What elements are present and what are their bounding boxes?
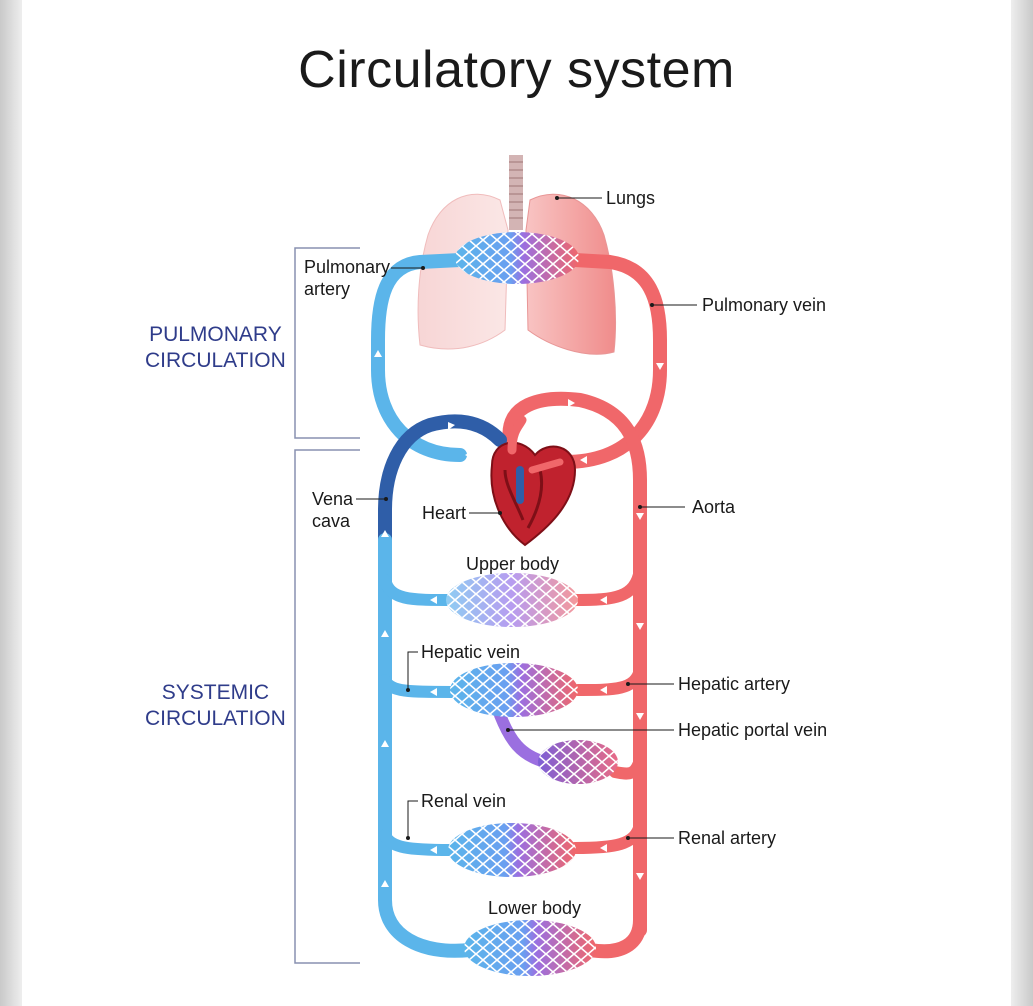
hepatic-vein-branch xyxy=(385,680,452,692)
vena-cava-vessel xyxy=(385,421,500,545)
renal-vein-label: Renal vein xyxy=(421,790,506,812)
pulmonary-artery-label-line2: artery xyxy=(304,278,390,300)
pulmonary-label-line1: PULMONARY xyxy=(145,322,286,348)
renal-artery-label: Renal artery xyxy=(678,827,776,849)
systemic-label-line2: CIRCULATION xyxy=(145,706,286,732)
pulmonary-artery-label-line1: Pulmonary xyxy=(304,256,390,278)
hepatic-portal-vessel xyxy=(500,715,545,762)
lung-capillary-bed xyxy=(455,232,579,284)
portal-artery-branch xyxy=(615,760,640,774)
vena-cava-label-line2: cava xyxy=(312,510,353,532)
lungs-label: Lungs xyxy=(606,187,655,209)
vena-cava-label-line1: Vena xyxy=(312,488,353,510)
pulmonary-label-line2: CIRCULATION xyxy=(145,348,286,374)
renal-vein-branch xyxy=(385,835,450,850)
hepatic-vein-label: Hepatic vein xyxy=(421,641,520,663)
renal-artery-branch xyxy=(575,825,640,848)
hepatic-portal-vein-label: Hepatic portal vein xyxy=(678,719,827,741)
hepatic-artery-label: Hepatic artery xyxy=(678,673,790,695)
vena-cava-label: Vena cava xyxy=(312,488,353,532)
pulmonary-artery-label: Pulmonary artery xyxy=(304,256,390,300)
aorta-label: Aorta xyxy=(692,496,735,518)
lower-body-capillary-bed xyxy=(464,920,596,976)
hepatic-artery-branch xyxy=(578,670,640,690)
upper-body-artery-branch xyxy=(575,570,640,600)
upper-body-label: Upper body xyxy=(466,553,559,575)
liver-capillary-bed xyxy=(450,663,578,717)
heart-label: Heart xyxy=(422,502,466,524)
kidney-capillary-bed xyxy=(448,823,576,877)
lower-artery-curve xyxy=(590,920,640,951)
systemic-label-line1: SYSTEMIC xyxy=(145,680,286,706)
systemic-circulation-label: SYSTEMIC CIRCULATION xyxy=(145,680,286,732)
pulmonary-circulation-label: PULMONARY CIRCULATION xyxy=(145,322,286,374)
upper-body-vein-branch xyxy=(385,580,450,600)
lower-body-label: Lower body xyxy=(488,897,581,919)
trachea xyxy=(509,155,523,230)
upper-body-capillary-bed xyxy=(446,573,578,627)
intestine-capillary-bed xyxy=(538,740,618,784)
pulmonary-vein-label: Pulmonary vein xyxy=(702,294,826,316)
